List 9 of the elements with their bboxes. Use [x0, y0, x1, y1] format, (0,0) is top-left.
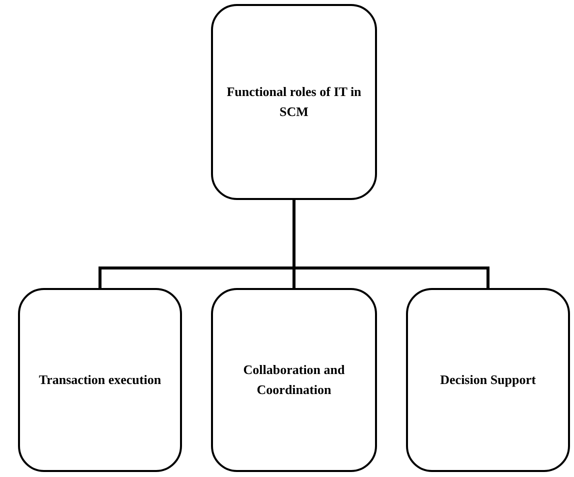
box-label: Collaboration and Coordination: [242, 360, 346, 399]
rounded-box: [18, 288, 182, 472]
rounded-box: [211, 4, 377, 200]
box-label: Functional roles of IT in SCM: [226, 82, 362, 121]
rounded-box: [406, 288, 570, 472]
box-label: Decision Support: [440, 370, 536, 389]
box-label: Transaction execution: [38, 370, 162, 389]
rounded-box: [211, 288, 377, 472]
connector-line: [292, 200, 490, 288]
